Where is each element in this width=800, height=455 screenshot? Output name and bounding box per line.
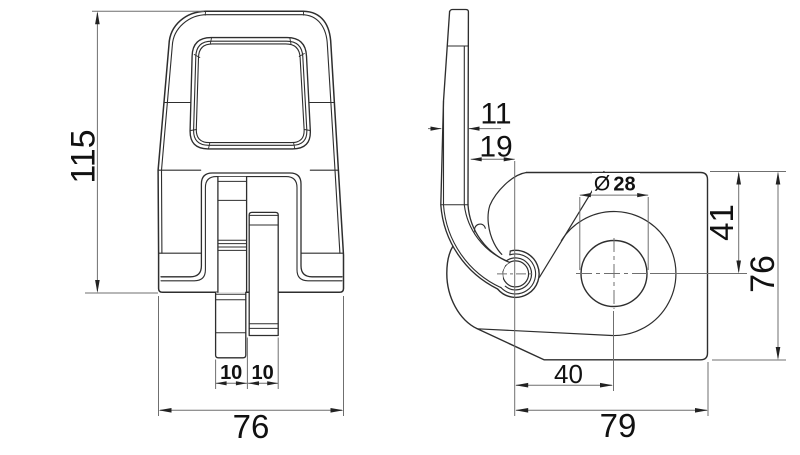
svg-text:11: 11 xyxy=(480,98,511,131)
svg-text:Ø: Ø xyxy=(594,173,610,196)
svg-text:41: 41 xyxy=(703,204,740,241)
svg-text:19: 19 xyxy=(479,130,512,163)
svg-text:79: 79 xyxy=(600,407,637,444)
svg-text:115: 115 xyxy=(65,129,103,183)
svg-text:40: 40 xyxy=(554,359,583,389)
svg-text:76: 76 xyxy=(233,408,270,445)
svg-text:28: 28 xyxy=(613,174,635,196)
svg-text:10: 10 xyxy=(220,362,242,384)
svg-text:10: 10 xyxy=(251,362,273,384)
svg-text:76: 76 xyxy=(744,255,782,293)
